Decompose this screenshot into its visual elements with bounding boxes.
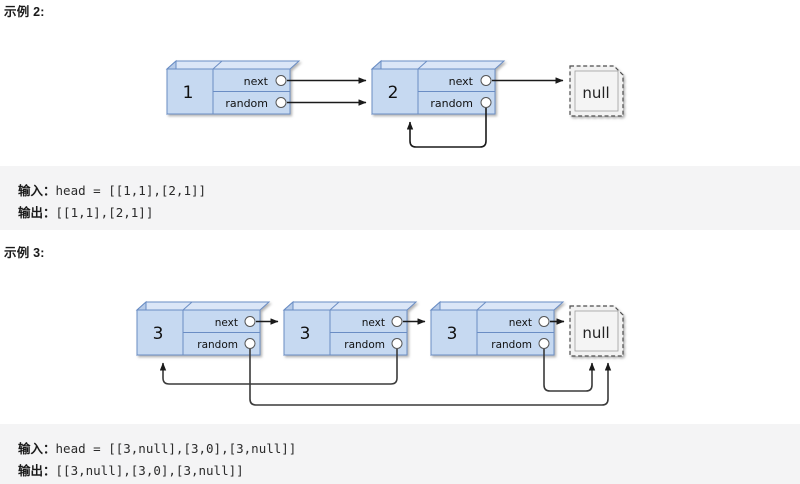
node-b-random-port bbox=[391, 338, 403, 349]
null-terminal-label: null bbox=[582, 84, 609, 102]
node-a-next-label: next bbox=[215, 317, 238, 329]
node-a-value: 3 bbox=[153, 324, 164, 344]
example-3-title: 示例 3: bbox=[4, 246, 45, 260]
example-2-input-line: 输入：head = [[1,1],[2,1]] bbox=[18, 180, 782, 202]
arrow-random-b-to-a bbox=[159, 349, 398, 385]
node-b-next-label: next bbox=[362, 317, 385, 329]
example-2-output-value: [[1,1],[2,1]] bbox=[55, 205, 154, 220]
node-c-next-label: next bbox=[509, 317, 532, 329]
node-b bbox=[282, 300, 418, 357]
example-2-code-block: 输入：head = [[1,1],[2,1]] 输出：[[1,1],[2,1]] bbox=[0, 166, 800, 230]
arrow-random-a-to-null bbox=[249, 349, 612, 406]
node-2-random-label: random bbox=[430, 97, 473, 110]
node-c-value: 3 bbox=[447, 324, 458, 344]
example-3-input-value: head = [[3,null],[3,0],[3,null]] bbox=[55, 441, 297, 456]
node-1-next-port bbox=[275, 75, 287, 86]
arrow-random-c-to-null bbox=[543, 349, 596, 392]
node-b-random-label: random bbox=[344, 339, 385, 351]
linked-list-diagram-example-2: 1 next random 2 next random bbox=[0, 28, 800, 158]
example-2-input-label: 输入： bbox=[18, 184, 56, 198]
null-terminal-ex3 bbox=[569, 305, 624, 357]
null-terminal bbox=[569, 65, 624, 117]
node-c-next-port bbox=[538, 316, 550, 327]
node-c-random-label: random bbox=[491, 339, 532, 351]
example-3-output-line: 输出：[[3,null],[3,0],[3,null]] bbox=[18, 460, 782, 482]
node-1-random-label: random bbox=[225, 97, 268, 110]
node-b-next-port bbox=[391, 316, 403, 327]
example-3-input-line: 输入：head = [[3,null],[3,0],[3,null]] bbox=[18, 438, 782, 460]
node-1-value: 1 bbox=[183, 83, 194, 103]
example-2-input-value: head = [[1,1],[2,1]] bbox=[55, 183, 207, 198]
node-a-random-label: random bbox=[197, 339, 238, 351]
node-b-value: 3 bbox=[300, 324, 311, 344]
arrow-random-2-to-2 bbox=[406, 108, 487, 148]
node-1-next-label: next bbox=[244, 75, 269, 88]
null-terminal-ex3-label: null bbox=[582, 324, 609, 342]
node-1-random-port bbox=[275, 97, 287, 108]
node-2-next-label: next bbox=[449, 75, 474, 88]
example-2-output-label: 输出： bbox=[18, 206, 56, 220]
node-a-random-port bbox=[244, 338, 256, 349]
node-a bbox=[135, 300, 271, 357]
example-2-output-line: 输出：[[1,1],[2,1]] bbox=[18, 202, 782, 224]
example-3-input-label: 输入： bbox=[18, 442, 56, 456]
node-2-random-port bbox=[480, 97, 492, 108]
node-2 bbox=[370, 59, 506, 116]
node-a-next-port bbox=[244, 316, 256, 327]
node-c-random-port bbox=[538, 338, 550, 349]
linked-list-diagram-example-3: 3 next random 3 next random bbox=[0, 268, 800, 418]
example-3-output-label: 输出： bbox=[18, 464, 56, 478]
node-2-next-port bbox=[480, 75, 492, 86]
node-2-value: 2 bbox=[388, 83, 399, 103]
example-3-code-block: 输入：head = [[3,null],[3,0],[3,null]] 输出：[… bbox=[0, 424, 800, 484]
node-c bbox=[429, 300, 565, 357]
example-3-output-value: [[3,null],[3,0],[3,null]] bbox=[55, 463, 244, 478]
example-2-title: 示例 2: bbox=[4, 5, 45, 19]
node-1 bbox=[165, 59, 301, 116]
